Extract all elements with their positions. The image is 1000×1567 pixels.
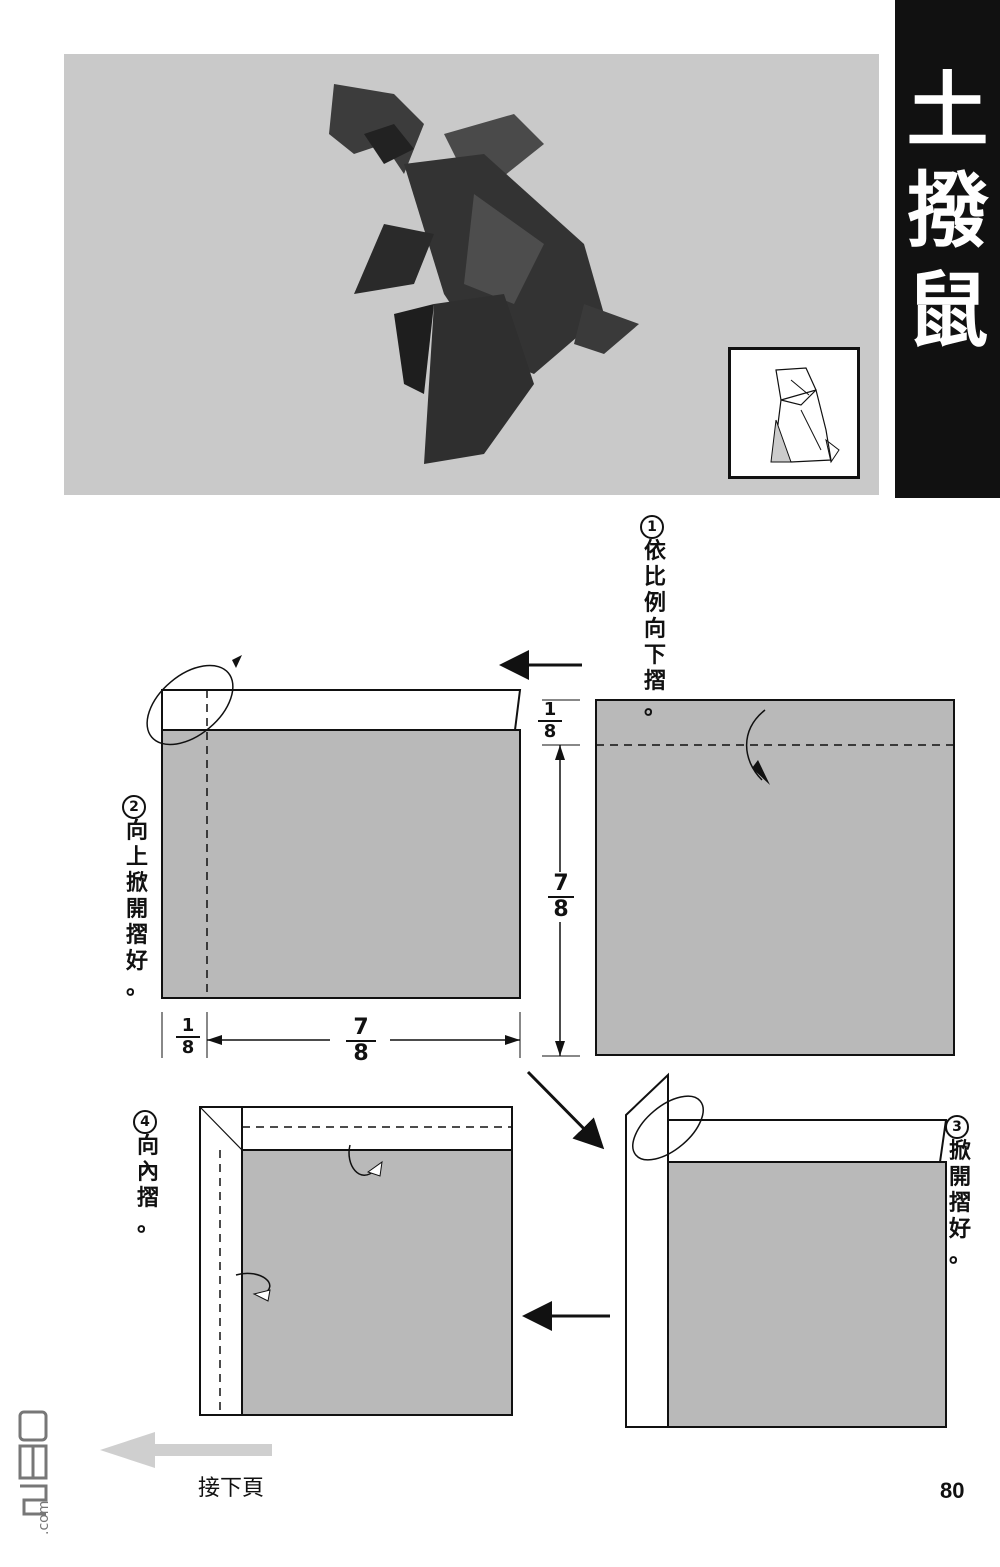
denominator: 8 xyxy=(346,1040,376,1066)
finished-model-thumbnail xyxy=(728,347,860,479)
step1-diagram xyxy=(595,699,955,1056)
next-page-label[interactable]: 接下頁 xyxy=(198,1476,265,1501)
caption-char: 。 xyxy=(948,1243,971,1268)
model-photo xyxy=(64,54,879,495)
step-arrow-diagonal xyxy=(526,1070,605,1150)
vertical-dimension xyxy=(542,699,580,1057)
step3-diagram xyxy=(625,1072,948,1428)
step4-diagram xyxy=(199,1106,513,1416)
caption-char: 摺 xyxy=(125,923,148,948)
caption-char: 。 xyxy=(643,695,666,720)
caption-char: 好 xyxy=(125,949,148,974)
numerator: 1 xyxy=(181,1015,195,1036)
step-number: 1 xyxy=(640,515,664,539)
step-number: 4 xyxy=(133,1110,157,1134)
caption-char: 依 xyxy=(643,539,666,564)
fraction-v-main: 7 8 xyxy=(548,872,574,922)
denominator: 8 xyxy=(176,1036,200,1058)
caption-char: 。 xyxy=(125,975,148,1000)
denominator: 8 xyxy=(538,720,562,742)
step2-diagram xyxy=(146,655,522,999)
numerator: 7 xyxy=(553,871,569,896)
page-number: 80 xyxy=(940,1478,965,1503)
caption-char: 好 xyxy=(948,1217,971,1242)
caption-char: 例 xyxy=(643,591,666,616)
denominator: 8 xyxy=(548,896,574,922)
caption-char: 開 xyxy=(125,897,148,922)
numerator: 1 xyxy=(543,699,557,720)
step3-caption: 3 掀 開 摺 好 。 xyxy=(945,1115,975,1269)
dm5-logo-icon: .com xyxy=(18,1410,52,1535)
step-number: 3 xyxy=(945,1115,969,1139)
caption-char: 。 xyxy=(136,1212,159,1237)
watermark-logo: .com xyxy=(12,1410,62,1560)
fraction-h-left: 1 8 xyxy=(176,1016,200,1058)
numerator: 7 xyxy=(353,1015,369,1040)
caption-char: 掀 xyxy=(125,871,148,896)
caption-char: 掀 xyxy=(948,1139,971,1164)
caption-char: 內 xyxy=(136,1160,159,1185)
caption-char: 上 xyxy=(125,845,148,870)
step-number: 2 xyxy=(122,795,146,819)
next-page-arrow xyxy=(100,1432,272,1468)
caption-char: 向 xyxy=(125,819,148,844)
step1-caption: 1 依 比 例 向 下 摺 。 xyxy=(640,515,670,721)
caption-char: 開 xyxy=(948,1165,971,1190)
caption-char: 下 xyxy=(643,643,666,668)
fraction-h-main: 7 8 xyxy=(346,1016,376,1066)
caption-char: 向 xyxy=(136,1134,159,1159)
caption-char: 比 xyxy=(643,565,666,590)
step2-caption: 2 向 上 掀 開 摺 好 。 xyxy=(122,795,152,1001)
title-char: 土 xyxy=(906,64,989,159)
horizontal-dimension xyxy=(161,1012,521,1058)
step4-caption: 4 向 內 摺 。 xyxy=(133,1110,163,1238)
caption-char: 向 xyxy=(643,617,666,642)
title-char: 撥 xyxy=(906,164,989,259)
finished-model-line-drawing xyxy=(770,367,840,464)
origami-groundhog-photo xyxy=(329,84,639,464)
caption-char: 摺 xyxy=(643,669,666,694)
svg-text:.com: .com xyxy=(36,1501,52,1535)
caption-char: 摺 xyxy=(948,1191,971,1216)
caption-char: 摺 xyxy=(136,1186,159,1211)
fraction-v-top: 1 8 xyxy=(538,700,562,742)
title-char: 鼠 xyxy=(906,264,989,359)
title-band: 土 撥 鼠 xyxy=(895,0,1000,498)
